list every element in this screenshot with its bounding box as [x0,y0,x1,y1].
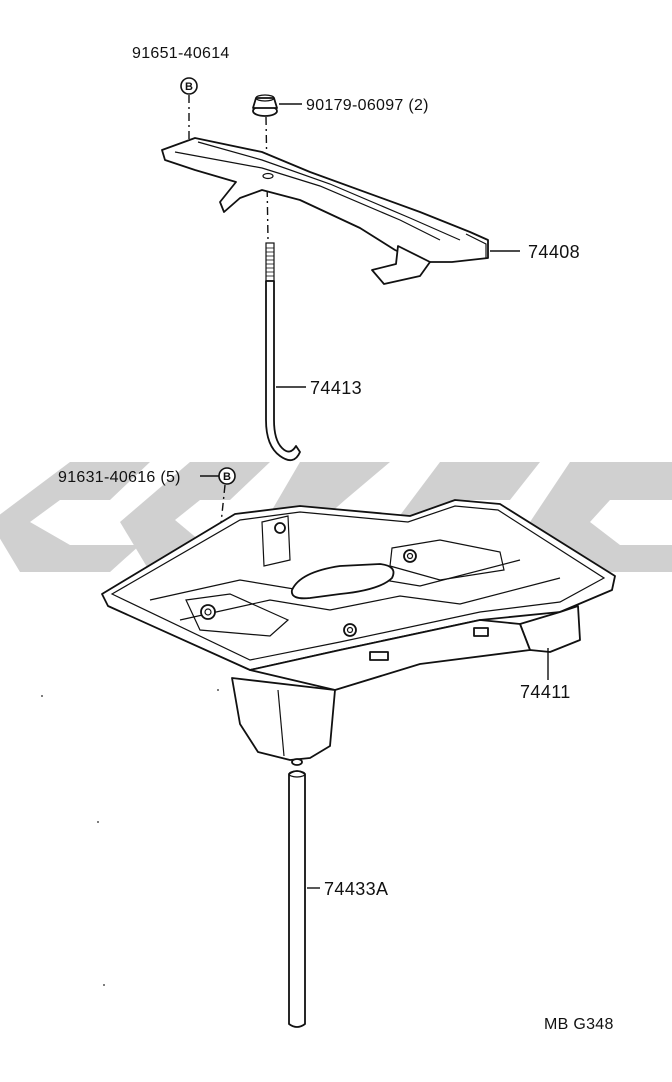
support-rod-top [288,770,306,778]
tray-sump-edge [277,689,285,757]
clamp-ridge-2 [197,141,461,241]
tray-skirt [249,619,531,691]
tray-handle-slot [290,563,395,600]
tray-front-tab [261,515,291,567]
support-rod-cap [291,758,303,766]
label-tray: 74411 [520,682,571,702]
clamp-foot [371,245,431,285]
battery-clamp [161,137,520,285]
tray-bolt-hole-1 [200,604,216,620]
tray-bolt-hole-3-inner [406,552,414,560]
tray-bolt-hole-4 [274,522,286,534]
label-nut-top: 90179-06097 (2) [306,97,429,114]
tray-foot-2 [473,627,489,637]
rod-thread-lines [266,247,274,277]
bolt-marker-b-icon [180,77,198,95]
watermark-shape-1 [0,462,150,572]
tray-bolt-hole-1-inner [204,608,212,616]
drawing-code: MB G348 [544,1016,614,1033]
tray-foot-1 [369,651,389,661]
tray-rim-inner [110,505,606,661]
tray-bolt-hole-2 [343,623,357,637]
support-rod [288,758,320,1028]
battery-tray [101,499,616,761]
label-rod: 74413 [310,378,362,398]
tray-bolt-centerline [211,484,226,611]
label-clamp: 74408 [528,242,580,262]
tray-bolt-hole-2-inner [346,626,354,634]
tray-bolt-marker-b-text: B [223,471,231,483]
bolt-b-top: B [180,77,198,152]
bolt-marker-b-text: B [185,81,193,93]
tray-bolt-marker-b-icon [218,467,236,485]
scan-specks [41,689,219,986]
label-bolt-tray: 91631-40616 (5) [58,469,181,486]
label-support-rod: 74433A [324,879,388,899]
clamp-hole [262,172,274,180]
bolt-b-tray: B [200,467,236,611]
tray-pocket-left [185,593,290,637]
label-bolt-top: 91651-40614 [132,45,230,62]
tray-floor-ridge-2 [179,577,561,621]
tray-bolt-hole-3 [403,549,417,563]
rod-shaft [265,280,301,462]
watermark-shape-2 [120,462,270,572]
clamp-hook-end [465,233,487,258]
hold-down-rod [265,242,306,462]
clamp-ridge-1 [174,151,441,241]
support-rod-body [288,770,306,1028]
clamp-body [161,137,489,263]
nut-top [255,94,275,102]
tray-pocket-right [389,539,505,581]
rod-thread [265,242,275,282]
